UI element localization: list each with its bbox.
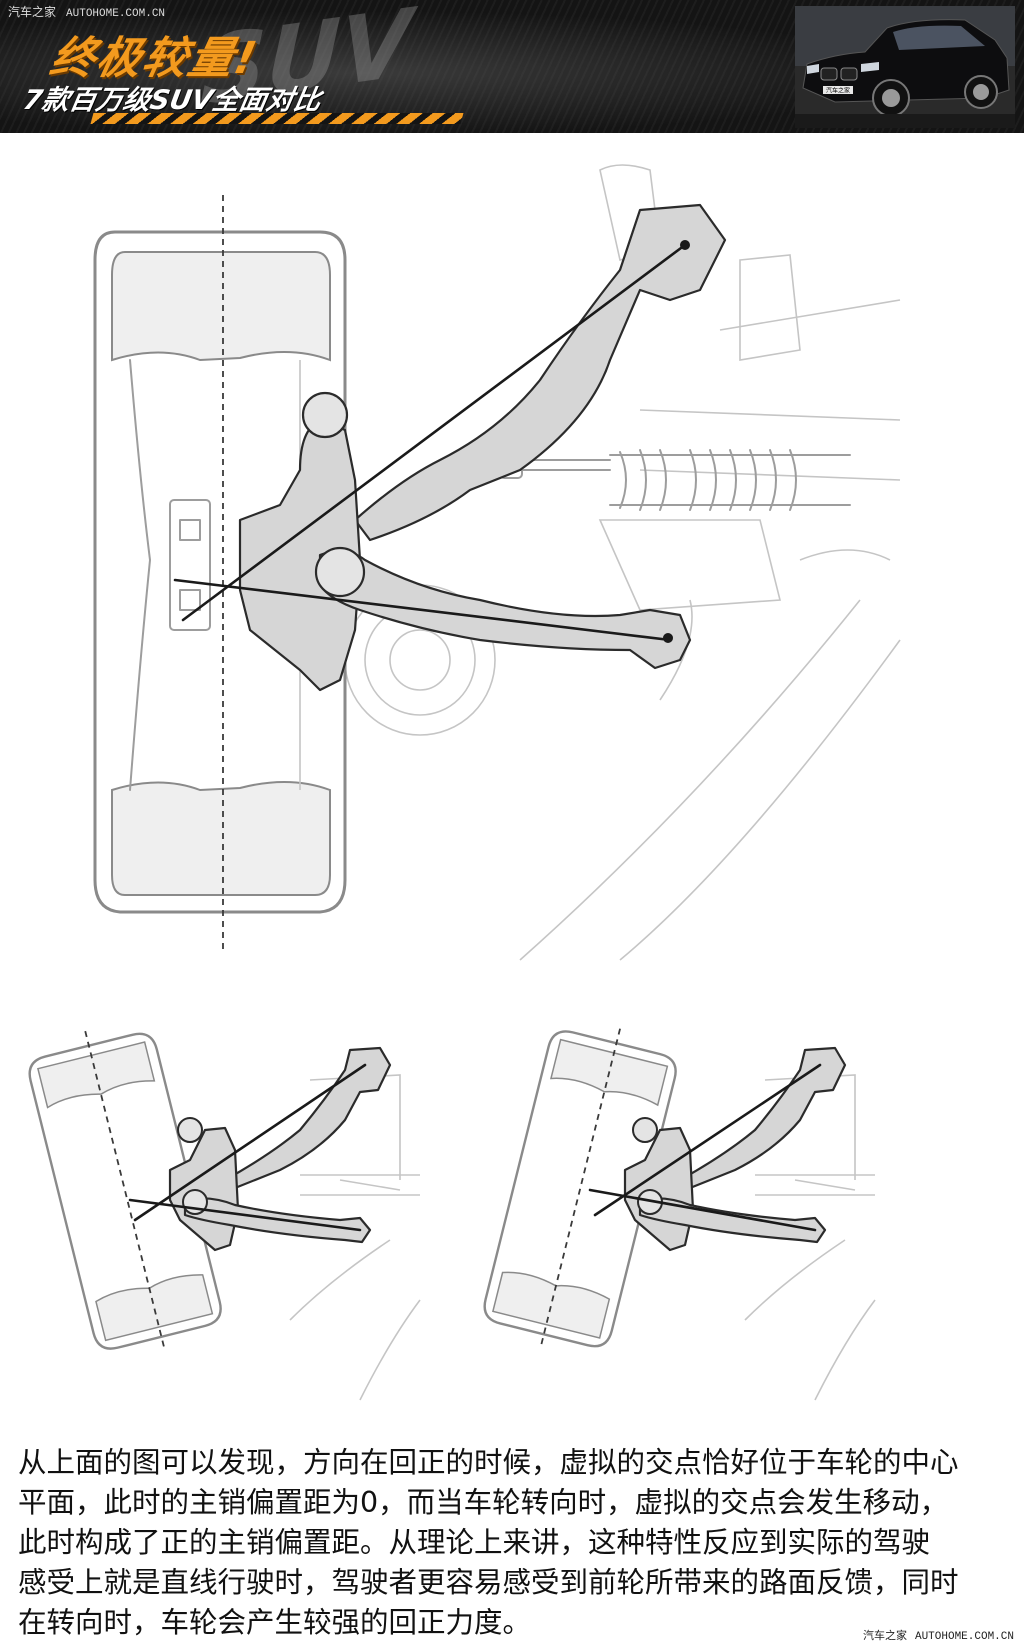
lower-balljoint (314, 546, 366, 598)
paragraph-line: 从上面的图可以发现，方向在回正的时候，虚拟的交点恰好位于车轮的中心 (18, 1446, 959, 1479)
plate-text: 汽车之家 (826, 87, 850, 95)
banner-subtitle: 7款百万级SUV全面对比 (20, 85, 324, 116)
site-watermark-bottom: 汽车之家 AUTOHOME.COM.CN (863, 1627, 1014, 1643)
banner-title: 终极较量! (45, 33, 263, 84)
suspension-diagram-turned-left (28, 1030, 421, 1401)
lower-control-arm (318, 549, 692, 670)
virtual-axis-line-upper (181, 243, 687, 622)
upper-balljoint (301, 391, 349, 439)
virtual-axis-line-lower (173, 578, 672, 642)
steering-rack (499, 447, 851, 511)
upper-control-arm (353, 203, 727, 542)
site-watermark-top: 汽车之家 AUTOHOME.COM.CN (8, 3, 175, 20)
paragraph-line: 此时构成了正的主销偏置距。从理论上来讲，这种特性反应到实际的驾驶 (18, 1526, 931, 1559)
explanation-paragraph: 从上面的图可以发现，方向在回正的时候，虚拟的交点恰好位于车轮的中心 平面，此时的… (18, 1443, 1008, 1643)
paragraph-line: 感受上就是直线行驶时，驾驶者更容易感受到前轮所带来的路面反馈，同时 (18, 1566, 959, 1599)
site-url: AUTOHOME.COM.CN (66, 8, 166, 20)
suv-car-image: 汽车之家 (795, 6, 1015, 128)
site-name: 汽车之家 (8, 5, 57, 19)
wheel-hub (169, 499, 211, 631)
chassis-background-lines (519, 164, 901, 961)
footer-site-url: AUTOHOME.COM.CN (914, 1631, 1014, 1643)
footer-site-name: 汽车之家 (862, 1629, 907, 1642)
paragraph-line: 在转向时，车轮会产生较强的回正力度。 (18, 1606, 532, 1639)
tire-cross-section (93, 230, 347, 914)
suspension-diagram-main (93, 164, 901, 961)
hazard-stripe (90, 113, 464, 124)
suspension-diagram-turned-right (483, 1028, 876, 1401)
paragraph-line: 平面，此时的主销偏置距为0，而当车轮转向时，虚拟的交点会发生移动， (18, 1486, 949, 1519)
